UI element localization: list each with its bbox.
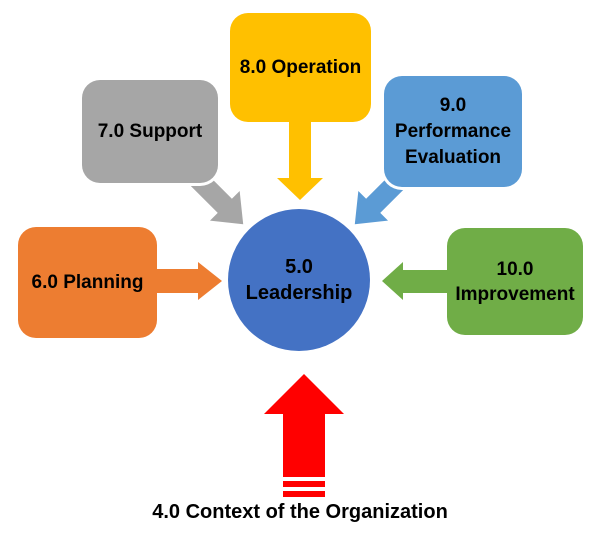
performance-box [384, 76, 522, 187]
context-arrow-stripe-1 [283, 481, 325, 487]
arrow-operation-to-leadership [277, 120, 323, 200]
context-label: 4.0 Context of the Organization [152, 501, 448, 523]
planning-box [18, 227, 157, 338]
context-arrow-stripe-2 [283, 491, 325, 497]
arrow-context-to-leadership [264, 374, 344, 477]
arrow-improvement-to-leadership [382, 262, 449, 300]
arrow-planning-to-leadership [155, 262, 222, 300]
support-box [82, 80, 218, 183]
improvement-box [447, 228, 583, 335]
operation-box [230, 13, 371, 122]
leadership-circle [228, 209, 370, 351]
